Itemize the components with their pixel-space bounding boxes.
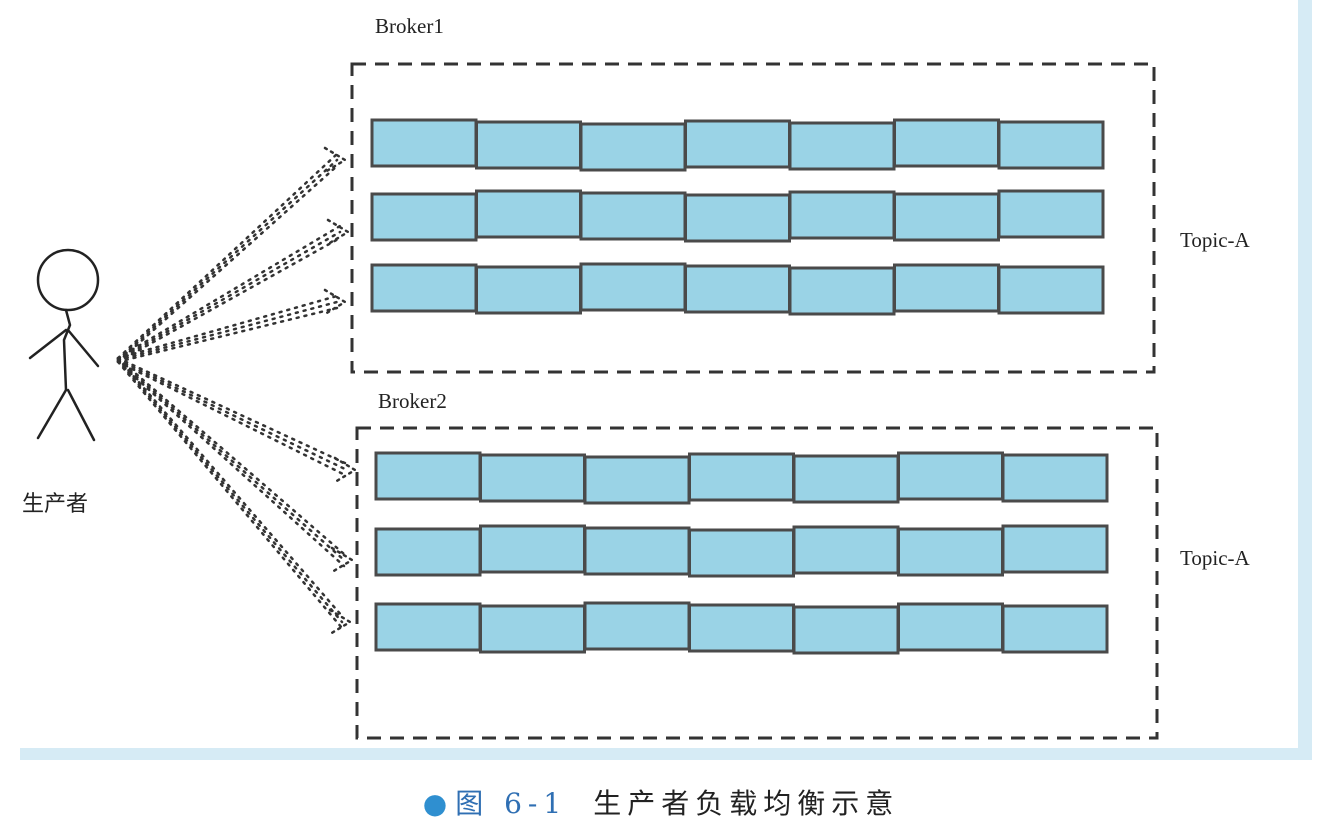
partition-cell xyxy=(583,601,691,651)
partition-cell xyxy=(370,118,478,168)
partition-cell xyxy=(579,262,687,312)
arrowhead-icon xyxy=(330,546,355,574)
arrowhead-icon xyxy=(323,146,348,174)
figure-caption: ●图 6-1 生产者负载均衡示意 xyxy=(0,782,1322,822)
partition-cell xyxy=(792,605,900,655)
caption-number: 图 6-1 xyxy=(455,787,568,820)
dotted-arrow-line xyxy=(116,164,339,364)
partition-cell xyxy=(684,119,791,169)
partition-cell xyxy=(893,192,1000,242)
partition-cell xyxy=(684,264,791,314)
dotted-arrow-line xyxy=(116,356,346,556)
dotted-arrow-line xyxy=(116,356,344,618)
partition-cell xyxy=(897,602,1004,652)
producer-arrows xyxy=(116,146,358,636)
producer-label: 生产者 xyxy=(22,492,89,517)
partition-cell xyxy=(583,526,691,576)
partition-cell xyxy=(374,527,482,577)
arrowhead-icon xyxy=(326,218,351,246)
partition-cell xyxy=(1001,453,1109,503)
panel-right-edge xyxy=(1298,0,1312,760)
dotted-arrow-line xyxy=(116,158,339,362)
dotted-arrow-line xyxy=(116,300,339,362)
partition-cell xyxy=(1001,604,1109,654)
partition-cell xyxy=(370,263,478,313)
partition-cell xyxy=(893,118,1000,168)
arrowhead-icon xyxy=(323,288,348,316)
partition-cell xyxy=(684,193,791,243)
partition-cell xyxy=(893,263,1000,313)
partition-cell xyxy=(788,121,896,171)
dotted-arrow-line xyxy=(116,360,344,630)
broker1-topic-label: Topic-A xyxy=(1180,228,1250,252)
caption-title: 生产者负载均衡示意 xyxy=(593,787,900,820)
partition-cell xyxy=(475,189,582,239)
partition-cell xyxy=(788,266,896,316)
dotted-arrow-line xyxy=(116,358,349,472)
dotted-arrow-line xyxy=(116,360,346,568)
partition-cell xyxy=(475,265,582,315)
partition-cell xyxy=(792,454,900,504)
partition-cell xyxy=(479,453,586,503)
arrowhead-icon xyxy=(333,456,358,484)
partition-cell xyxy=(479,524,586,574)
partition-cells xyxy=(370,118,1109,655)
partition-cell xyxy=(374,451,482,501)
broker2-label: Broker2 xyxy=(378,389,447,413)
caption-bullet-icon: ● xyxy=(422,787,448,820)
partition-cell xyxy=(583,455,691,505)
partition-cell xyxy=(897,451,1004,501)
partition-cell xyxy=(997,265,1105,315)
dotted-arrow-line xyxy=(116,358,344,624)
partition-cell xyxy=(579,191,687,241)
arrowhead-icon xyxy=(328,608,353,636)
dotted-arrow-line xyxy=(116,230,342,362)
partition-cell xyxy=(479,604,586,654)
partition-cell xyxy=(688,452,795,502)
dotted-arrow-line xyxy=(116,294,339,360)
broker1-box xyxy=(350,62,1156,374)
dotted-arrow-line xyxy=(116,224,342,360)
producer-figure-icon xyxy=(28,248,100,442)
dotted-arrow-line xyxy=(116,306,339,364)
partition-cell xyxy=(579,122,687,172)
dotted-arrow-line xyxy=(116,360,349,478)
partition-cell xyxy=(1001,524,1109,574)
partition-cell xyxy=(788,190,896,240)
dotted-arrow-line xyxy=(116,236,342,364)
dotted-arrow-line xyxy=(116,356,349,466)
partition-cell xyxy=(897,527,1004,577)
partition-cell xyxy=(688,528,795,578)
partition-cell xyxy=(374,602,482,652)
dotted-arrow-line xyxy=(116,358,346,562)
broker2-box xyxy=(355,426,1159,740)
dotted-arrow-line xyxy=(116,152,339,360)
partition-cell xyxy=(688,603,795,653)
broker2-topic-label: Topic-A xyxy=(1180,546,1250,570)
partition-cell xyxy=(370,192,478,242)
partition-cell xyxy=(997,120,1105,170)
partition-cell xyxy=(792,525,900,575)
partition-cell xyxy=(475,120,582,170)
partition-cell xyxy=(997,189,1105,239)
panel-bottom-edge xyxy=(20,748,1312,760)
broker1-label: Broker1 xyxy=(375,14,444,38)
